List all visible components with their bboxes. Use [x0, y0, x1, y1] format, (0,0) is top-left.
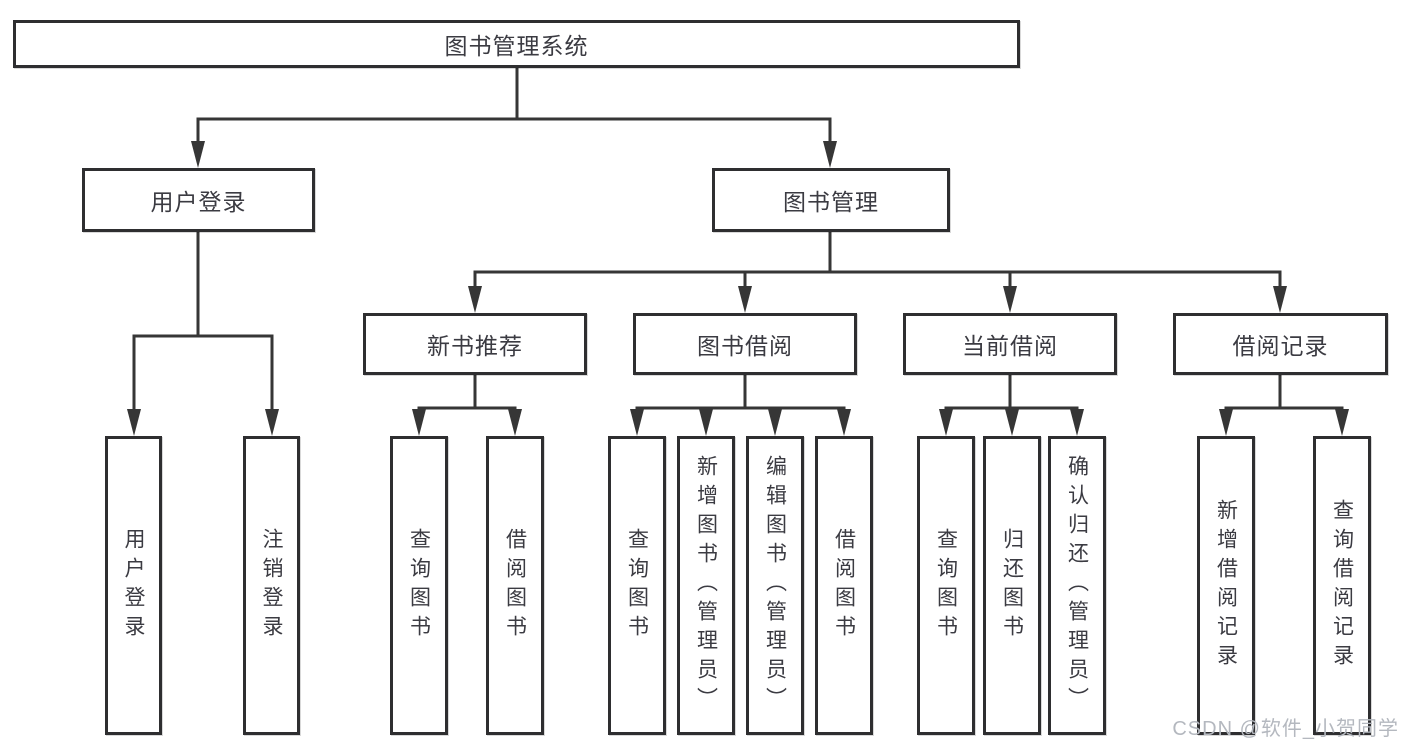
node-library-management-system: 图书管理系统: [13, 20, 1020, 68]
leaf-label: 确认归还（管理员）: [1065, 455, 1089, 716]
leaf-query-borrow-records: 查询借阅记录: [1313, 436, 1371, 735]
node-label: 图书管理: [783, 189, 879, 215]
node-label: 图书借阅: [697, 333, 793, 359]
csdn-watermark: CSDN @软件_小贺同学: [1172, 718, 1399, 740]
node-label: 借阅记录: [1232, 333, 1329, 359]
leaf-label: 借阅图书: [503, 527, 527, 644]
leaf-label: 归还图书: [1000, 527, 1024, 644]
leaf-add-borrow-record: 新增借阅记录: [1197, 436, 1255, 735]
leaf-add-books-admin: 新增图书（管理员）: [677, 436, 735, 735]
leaf-query-books: 查询图书: [390, 436, 448, 735]
leaf-user-login: 用户登录: [105, 436, 162, 735]
node-label: 图书管理系统: [444, 33, 589, 59]
node-book-borrowing: 图书借阅: [633, 313, 857, 375]
leaf-label: 查询图书: [625, 527, 649, 644]
leaf-label: 编辑图书（管理员）: [763, 455, 787, 716]
leaf-query-books: 查询图书: [608, 436, 666, 735]
node-user-login: 用户登录: [82, 168, 315, 232]
leaf-logout: 注销登录: [243, 436, 300, 735]
leaf-label: 新增图书（管理员）: [694, 455, 718, 716]
leaf-confirm-return-admin: 确认归还（管理员）: [1048, 436, 1106, 735]
leaf-label: 查询图书: [407, 527, 431, 644]
leaf-label: 用户登录: [122, 527, 145, 644]
leaf-query-books: 查询图书: [917, 436, 975, 735]
node-label: 新书推荐: [427, 333, 523, 359]
leaf-label: 查询借阅记录: [1330, 498, 1354, 673]
node-new-book-recommendation: 新书推荐: [363, 313, 587, 375]
leaf-edit-books-admin: 编辑图书（管理员）: [746, 436, 804, 735]
leaf-borrow-books: 借阅图书: [486, 436, 544, 735]
leaf-label: 查询图书: [934, 527, 958, 644]
leaf-label: 注销登录: [260, 527, 283, 644]
leaf-label: 新增借阅记录: [1214, 498, 1238, 673]
leaf-label: 借阅图书: [832, 527, 856, 644]
node-label: 用户登录: [150, 189, 247, 215]
leaf-borrow-books: 借阅图书: [815, 436, 873, 735]
node-label: 当前借阅: [962, 333, 1058, 359]
node-borrowing-records: 借阅记录: [1173, 313, 1388, 375]
leaf-return-books: 归还图书: [983, 436, 1041, 735]
node-book-management: 图书管理: [712, 168, 950, 232]
node-current-borrowing: 当前借阅: [903, 313, 1117, 375]
